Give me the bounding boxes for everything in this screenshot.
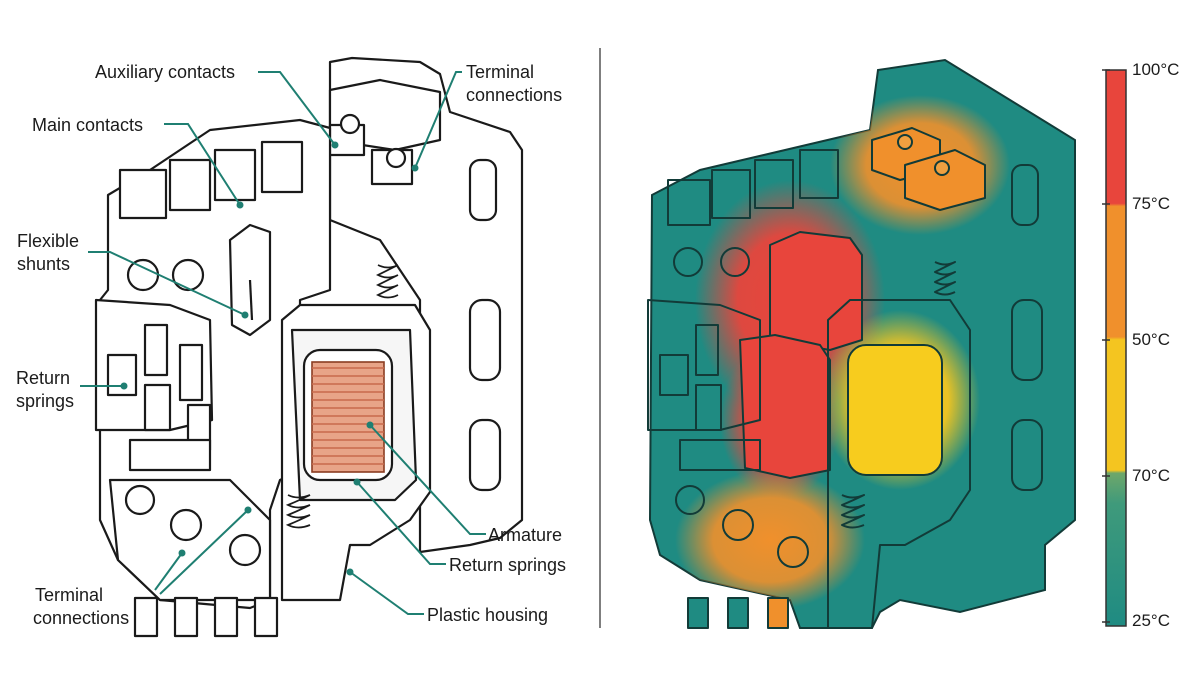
- label-return-springs-left-line2: springs: [16, 391, 75, 411]
- label-armature: Armature: [488, 525, 563, 545]
- springs-left: [285, 264, 399, 529]
- label-terminal-connections-top-line2: connections: [466, 85, 563, 105]
- right-thermal-drawing: [647, 58, 1076, 629]
- label-auxiliary-contacts: Auxiliary contacts: [95, 62, 236, 82]
- label-terminal-connections-top-line1: Terminal: [466, 62, 535, 82]
- scale-tick-label: 50°C: [1132, 330, 1170, 349]
- scale-tick-label: 100°C: [1132, 60, 1180, 79]
- scale-tick-label: 70°C: [1132, 466, 1170, 485]
- coil-windings: [311, 361, 385, 473]
- label-return-springs-right: Return springs: [449, 555, 567, 575]
- label-main-contacts: Main contacts: [32, 115, 144, 135]
- label-plastic-housing: Plastic housing: [427, 605, 549, 625]
- label-flexible-shunts-line1: Flexible: [17, 231, 80, 251]
- temperature-scale-bar: [1105, 69, 1127, 627]
- label-terminal-connections-bottom-line1: Terminal: [35, 585, 104, 605]
- scale-tick-label: 75°C: [1132, 194, 1170, 213]
- temperature-scale: [1102, 69, 1127, 627]
- label-return-springs-left-line1: Return: [16, 368, 71, 388]
- label-flexible-shunts-line2: shunts: [17, 254, 71, 274]
- leader-lines: [80, 71, 486, 615]
- left-contactor-drawing: [94, 56, 524, 638]
- label-terminal-connections-bottom-line2: connections: [33, 608, 130, 628]
- scale-tick-label: 25°C: [1132, 611, 1170, 630]
